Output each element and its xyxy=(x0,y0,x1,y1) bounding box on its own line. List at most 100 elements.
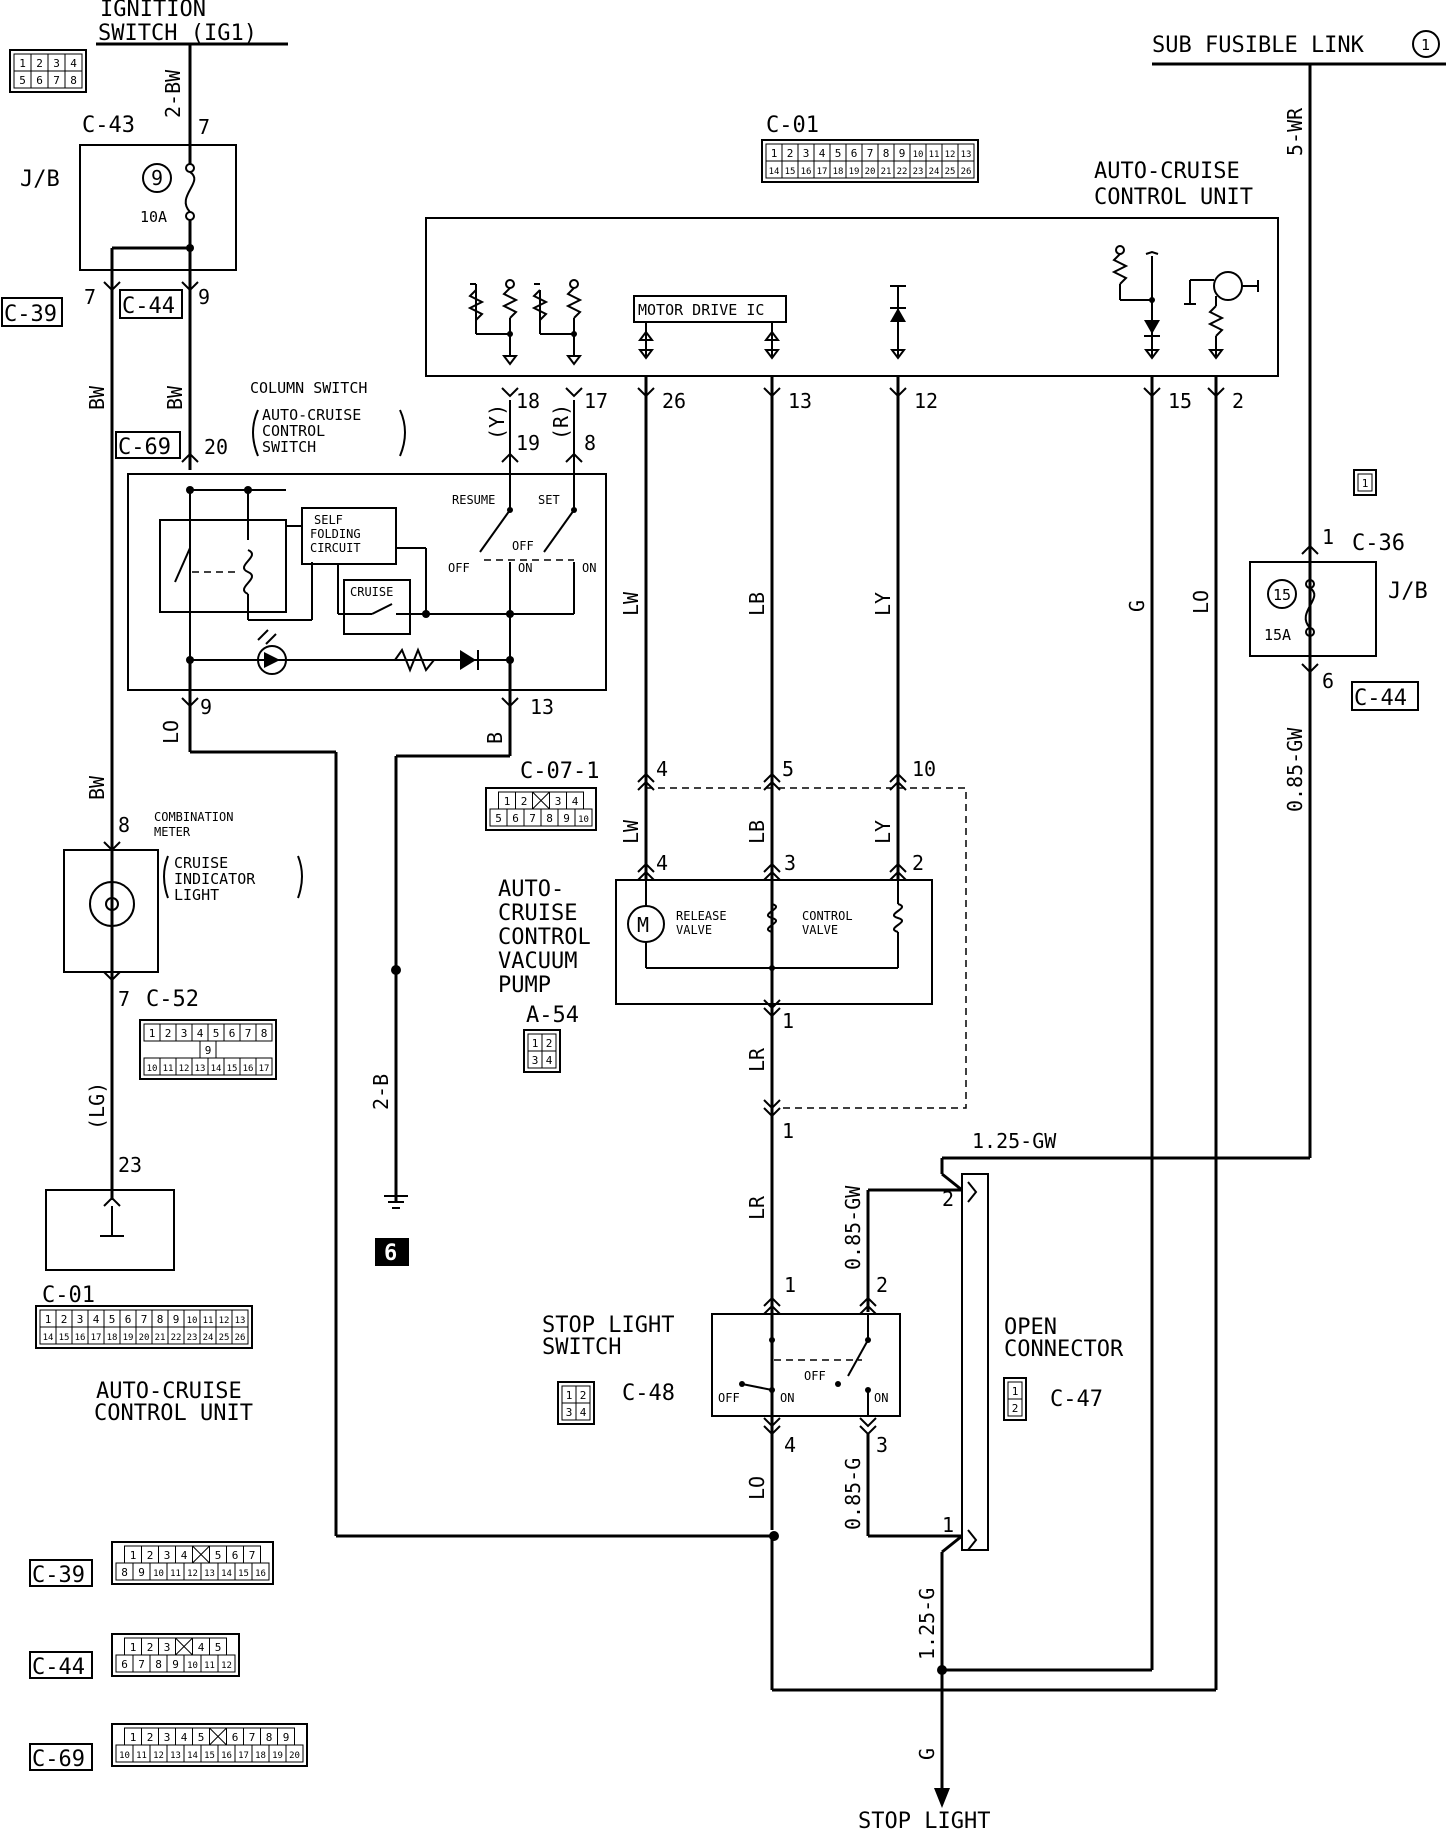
connector-pin-number: 19 xyxy=(123,1333,134,1343)
connector-face-c36-wrap: 1 xyxy=(1353,469,1377,496)
control-valve-label: CONTROL xyxy=(802,909,853,923)
pin-12: 12 xyxy=(914,389,938,413)
wire-label-r: (R) xyxy=(549,404,573,440)
column-switch-label: COLUMN SWITCH xyxy=(250,379,367,397)
connector-pin-number: 24 xyxy=(929,167,940,177)
svg-text:LIGHT: LIGHT xyxy=(174,886,219,904)
connector-pin-number: 2 xyxy=(147,1731,154,1744)
pin-1-pump: 1 xyxy=(782,1009,794,1033)
wire-label-lb: LB xyxy=(745,592,769,616)
acu-bottom-label-1: AUTO-CRUISE xyxy=(96,1379,242,1404)
connector-pin-number: 16 xyxy=(221,1751,232,1761)
connector-pin-number: 12 xyxy=(187,1569,198,1579)
connector-pin-number: 3 xyxy=(532,1054,539,1067)
wire-label-lw-2: LW xyxy=(619,819,643,844)
wire-label-085g: 0.85-G xyxy=(841,1458,865,1530)
stop-off-label-2: OFF xyxy=(804,1369,826,1383)
connector-pin-number: 7 xyxy=(249,1731,256,1744)
connector-pin-number: 5 xyxy=(19,74,26,87)
connector-pin-number: 20 xyxy=(289,1751,300,1761)
connector-pin-number: 3 xyxy=(555,795,562,808)
svg-text:SWITCH: SWITCH xyxy=(262,438,316,456)
pin-1-c07b: 1 xyxy=(782,1119,794,1143)
combination-meter: CRUISE INDICATOR LIGHT xyxy=(63,841,303,982)
connector-pin-number: 13 xyxy=(195,1064,206,1074)
connector-pin-number: 3 xyxy=(181,1027,188,1040)
connector-pin-number: 26 xyxy=(235,1333,246,1343)
pin-17: 17 xyxy=(584,389,608,413)
connector-pin-number: 18 xyxy=(833,167,844,177)
connector-pin-number: 7 xyxy=(141,1313,148,1326)
pin-7-left: 7 xyxy=(84,285,96,309)
connector-pin-number: 21 xyxy=(881,167,892,177)
connector-pin-number: 1 xyxy=(504,795,511,808)
connector-pin-number: 13 xyxy=(204,1569,215,1579)
connector-pin-number: 2 xyxy=(165,1027,172,1040)
wire-label-y: (Y) xyxy=(485,404,509,440)
motor-symbol: M xyxy=(637,913,649,937)
connector-pin-number: 5 xyxy=(213,1027,220,1040)
wire-label-lg: (LG) xyxy=(85,1082,109,1130)
svg-text:C-44: C-44 xyxy=(122,294,175,319)
off-label-1: OFF xyxy=(448,561,470,575)
connector-tag-c39: C-39 xyxy=(1,297,63,327)
on-label-1: ON xyxy=(518,561,532,575)
fuse-left: J/B 9 10A xyxy=(20,140,237,296)
connector-pin-number: 14 xyxy=(769,167,780,177)
pin-7-meter: 7 xyxy=(118,987,130,1011)
connector-pin-number: 15 xyxy=(59,1333,70,1343)
connector-pin-number: 2 xyxy=(36,57,43,70)
open-connector-label-2: CONNECTOR xyxy=(1004,1337,1124,1362)
connector-pin-number: 7 xyxy=(53,74,60,87)
connector-cell xyxy=(217,1654,236,1673)
connector-pin-number: 16 xyxy=(801,167,812,177)
connector-pin-number: 4 xyxy=(572,795,579,808)
connector-c52-label: C-52 xyxy=(146,987,199,1012)
connector-pin-number: 1 xyxy=(130,1641,137,1654)
connector-pin-number: 25 xyxy=(945,167,956,177)
wire-label-lw: LW xyxy=(619,591,643,616)
connector-pin-number: 7 xyxy=(138,1658,145,1671)
connector-pin-number: 14 xyxy=(43,1333,54,1343)
svg-text:INDICATOR: INDICATOR xyxy=(174,870,256,888)
connector-pin-number: 5 xyxy=(215,1641,222,1654)
connector-c47-label: C-47 xyxy=(1050,1387,1103,1412)
connector-pin-number: 3 xyxy=(164,1549,171,1562)
svg-text:C-69: C-69 xyxy=(118,435,171,460)
connector-pin-number: 1 xyxy=(45,1313,52,1326)
connector-pin-number: 1 xyxy=(130,1549,137,1562)
stop-on-label-1: ON xyxy=(780,1391,794,1405)
pin-2-acu: 2 xyxy=(1232,389,1244,413)
connector-pin-number: 15 xyxy=(204,1751,215,1761)
pin-7-top: 7 xyxy=(198,115,210,139)
pin-10-c07: 10 xyxy=(912,757,936,781)
pin-1-open: 1 xyxy=(942,1513,954,1537)
connector-cell xyxy=(575,1402,591,1421)
acu-label-1: AUTO-CRUISE xyxy=(1094,159,1240,184)
stop-light-switch-label-2: SWITCH xyxy=(542,1335,621,1360)
connector-pin-number: 11 xyxy=(136,1751,147,1761)
connector-pin-number: 4 xyxy=(197,1027,204,1040)
connector-face-c47: 12 xyxy=(1003,1377,1027,1421)
connector-pin-number: 6 xyxy=(125,1313,132,1326)
connector-tag-c44: C-44 xyxy=(119,289,183,319)
auto-cruise-unit-box-bottom xyxy=(45,1189,175,1271)
connector-pin-number: 23 xyxy=(913,167,924,177)
ground-symbol: 6 xyxy=(375,1195,409,1266)
svg-text:CRUISE: CRUISE xyxy=(498,901,577,926)
wire-label-bw-right: BW xyxy=(163,385,187,410)
connector-pin-number: 16 xyxy=(255,1569,266,1579)
connector-cell xyxy=(1357,473,1373,492)
connector-cell xyxy=(255,1023,273,1042)
svg-text:CONTROL: CONTROL xyxy=(498,925,591,950)
svg-text:METER: METER xyxy=(154,825,191,839)
jb-label-right: J/B xyxy=(1388,579,1428,604)
connector-cell xyxy=(574,808,593,827)
connector-cell xyxy=(64,70,83,89)
connector-pin-number: 8 xyxy=(70,74,77,87)
wire-label-lo-stop: LO xyxy=(745,1476,769,1500)
